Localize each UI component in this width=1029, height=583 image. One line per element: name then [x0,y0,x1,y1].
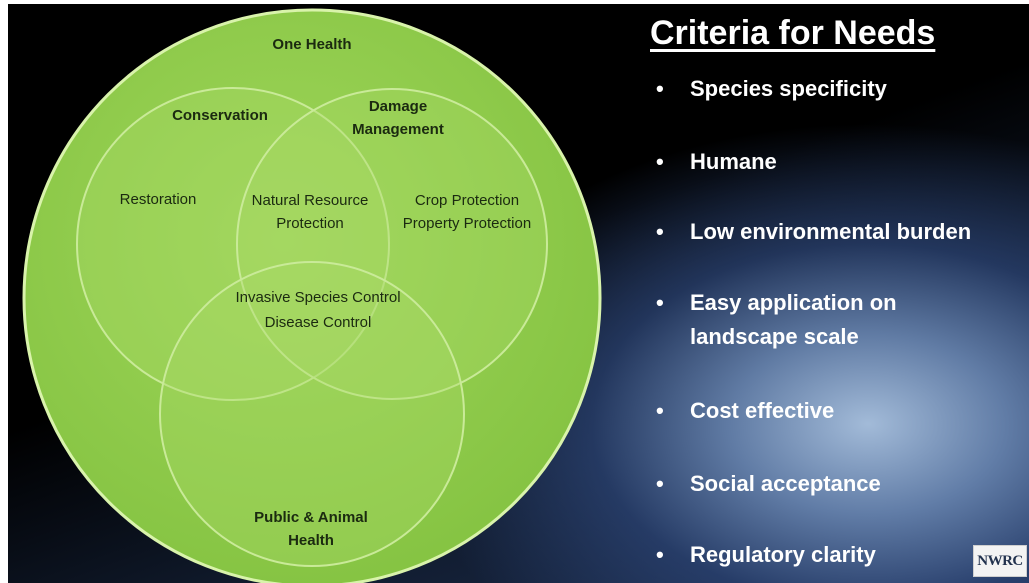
criteria-item: • Cost effective [656,394,834,428]
criteria-item-text: Humane [690,149,777,174]
damage-management-label-line2: Management [352,121,444,138]
criteria-item: • Low environmental burden [656,215,971,249]
criteria-item-text: Social acceptance [690,471,881,496]
criteria-list: • Species specificity • Humane • Low enviro… [8,4,1029,583]
crop-protection-label: Crop Protection [415,192,519,209]
natural-resource-label-line1: Natural Resource [252,192,369,209]
criteria-title: Criteria for Needs [650,14,936,52]
criteria-item: • Easy application on landscape scale [656,286,897,354]
bullet-icon: • [656,542,664,567]
criteria-item-text: Regulatory clarity [690,542,876,567]
damage-management-label-line1: Damage [369,98,427,115]
criteria-item: • Social acceptance [656,467,881,501]
criteria-item-text: Species specificity [690,76,887,101]
criteria-item: • Humane [656,145,777,179]
one-health-circle [22,8,602,583]
bullet-icon: • [656,219,664,244]
property-protection-label: Property Protection [403,215,531,232]
criteria-item-text: Low environmental burden [690,219,972,244]
criteria-item-text: Easy application on landscape scale [690,286,897,354]
bullet-icon: • [656,290,664,315]
natural-resource-label-line2: Protection [276,215,344,232]
conservation-circle [76,87,390,401]
criteria-item-line: Easy application on [690,290,897,315]
disease-control-label: Disease Control [265,314,372,331]
damage-management-circle [236,88,548,400]
public-animal-health-label-line2: Health [288,532,334,549]
public-animal-health-label-line1: Public & Animal [254,509,368,526]
criteria-item-text: Cost effective [690,398,835,423]
invasive-species-label: Invasive Species Control [235,289,400,306]
bullet-icon: • [656,398,664,423]
conservation-label: Conservation [172,107,268,124]
bullet-icon: • [656,76,664,101]
one-health-label: One Health [272,36,351,53]
bullet-icon: • [656,471,664,496]
criteria-item-line: landscape scale [690,324,859,349]
criteria-item: • Regulatory clarity [656,538,876,572]
nwrc-logo: NWRC [973,545,1027,577]
one-health-venn-diagram: One Health Conservation Damage Managemen… [22,8,602,583]
public-animal-health-circle [159,261,465,567]
bullet-icon: • [656,149,664,174]
slide: One Health Conservation Damage Managemen… [8,4,1029,583]
criteria-item: • Species specificity [656,72,887,106]
restoration-label: Restoration [120,191,197,208]
